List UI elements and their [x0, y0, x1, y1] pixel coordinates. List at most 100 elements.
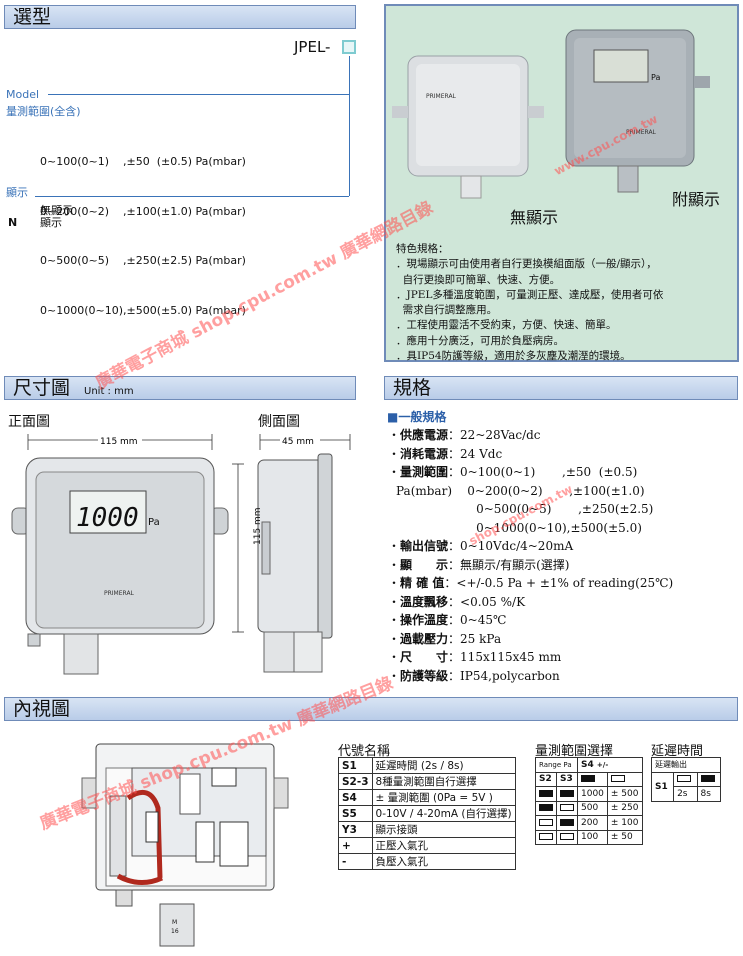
switch-cell	[556, 800, 578, 816]
features-list: 特色規格： ．現場顯示可由使用者自行更換模組面版（一般/顯示）， 自行更換即可簡…	[396, 242, 732, 364]
spec-row: ・操作溫度：0~45℃	[388, 613, 507, 627]
spec-value: <0.05 %/K	[460, 594, 526, 609]
spec-value: 24 Vdc	[460, 446, 503, 461]
table-row: 延遲輸出	[651, 757, 721, 773]
table-row: S2 S3	[535, 771, 643, 787]
switch-block	[560, 818, 574, 826]
s4-header: S4 +/-	[577, 757, 643, 773]
spec-key: 尺 寸	[400, 650, 449, 664]
range-pm-value: ± 100	[606, 815, 643, 831]
range-pm-value: ± 500	[606, 786, 643, 802]
switch-block	[539, 833, 553, 841]
s4-label: S4	[581, 759, 594, 770]
label-display: 顯示	[6, 186, 28, 199]
switch-block	[677, 775, 692, 783]
code-key: S2-3	[338, 773, 373, 790]
photo-screen-unit: Pa	[651, 73, 660, 82]
delay-title: 延遲時間	[651, 744, 704, 759]
code-value: 正壓入氣孔	[371, 837, 516, 854]
range-pm-value: ± 250	[606, 800, 643, 816]
svg-text:16: 16	[171, 928, 179, 935]
switch-cell	[673, 771, 698, 787]
product-photo: PRIMERAL Pa PRIMERAL	[392, 29, 710, 199]
spec-value: 25 kPa	[460, 631, 502, 646]
spec-key: 過載壓力	[400, 631, 449, 646]
spec-key: 防護等級	[400, 668, 449, 683]
spec-row: Pa(mbar) 0~200(0~2) ,±100(±1.0)	[396, 483, 645, 498]
section-header-internal: 內視圖	[4, 697, 738, 721]
col-s3: S3	[556, 771, 578, 787]
feature-item: 需求自行調整應用。	[396, 304, 498, 317]
range-item: 0~500(0~5) ,±250(±2.5) Pa(mbar)	[40, 254, 246, 267]
switch-cell	[556, 829, 578, 845]
range-item: 0~200(0~2) ,±100(±1.0) Pa(mbar)	[40, 204, 246, 218]
spec-value: 無顯示/有顯示(選擇)	[460, 557, 570, 572]
caption-display: 附顯示	[672, 190, 721, 209]
delay-value: 2s	[673, 786, 698, 802]
switch-block	[539, 804, 553, 812]
codes-title: 代號名稱	[338, 744, 391, 759]
range-header: Range Pa	[535, 757, 578, 773]
spec-row: ・供應電源：22~28Vac/dc	[388, 428, 541, 442]
front-view-label: 正面圖	[8, 414, 50, 430]
spec-key: 輸出信號	[400, 539, 449, 553]
switch-cell	[556, 815, 578, 831]
feature-item: ．現場顯示可由使用者自行更換模組面版（一般/顯示），	[396, 258, 657, 271]
spec-value: 22~28Vac/dc	[460, 428, 541, 442]
range-list: 0~100(0~1) ,±50 (±0.5) Pa(mbar) 0~200(0~…	[40, 121, 246, 336]
bracket-line	[48, 94, 349, 95]
spec-key: 顯 示	[400, 557, 449, 572]
spec-row: 0~500(0~5) ,±250(±2.5)	[396, 502, 654, 516]
delay-header: 延遲輸出	[651, 757, 721, 773]
switch-block	[610, 775, 625, 783]
dimension-drawing: 115 mm 1000 Pa PRIMERAL 45 mm	[11, 434, 351, 675]
table-row: S1	[650, 771, 722, 802]
spec-row: ・尺 寸：115x115x45 mm	[388, 650, 562, 664]
section-title: 內視圖	[13, 698, 71, 720]
spec-key: 操作溫度	[400, 613, 449, 627]
internal-drawing: M 16	[81, 743, 289, 947]
svg-text:M: M	[172, 919, 177, 926]
code-key: S1	[338, 757, 373, 774]
front-brand: PRIMERAL	[104, 590, 135, 597]
feature-item: ．工程使用靈活不受約束，方便、快速、簡單。	[396, 319, 617, 332]
switch-cell	[535, 800, 557, 816]
table-row: +正壓入氣孔	[338, 837, 516, 854]
code-value: ± 量測範圍 (0Pa = 5V )	[371, 789, 516, 806]
section-title: 尺寸圖	[13, 377, 71, 399]
label-model: Model	[6, 88, 40, 101]
col-s2: S2	[535, 771, 557, 787]
switch-cell	[535, 786, 557, 802]
display-option-text: 顯示	[40, 216, 62, 229]
feature-item: ．JPEL多種溫度範圍，可量測正壓、達成壓，使用者可依	[396, 288, 664, 301]
spec-key: 溫度飄移	[400, 594, 449, 609]
code-key: -	[338, 853, 373, 870]
display-value: 1000	[76, 503, 139, 533]
spec-list: ・供應電源：22~28Vac/dc ・消耗電源：24 Vdc ・量測範圍：0~1…	[388, 426, 673, 685]
spec-row: ・精 確 值：<+/-0.5 Pa + ±1% of reading(25℃)	[388, 576, 674, 590]
code-value: 延遲時間 (2s / 8s)	[371, 757, 516, 774]
spec-title-text: 一般規格	[398, 410, 447, 424]
delay-key: S1	[650, 771, 675, 802]
section-title: 選型	[13, 6, 52, 28]
pm-label: +/-	[596, 760, 609, 769]
table-row: 200 ± 100	[535, 815, 643, 831]
spec-row: ・量測範圍：0~100(0~1) ,±50 (±0.5)	[388, 465, 638, 479]
spec-value: <+/-0.5 Pa + ±1% of reading(25℃)	[456, 576, 674, 590]
bracket-line	[349, 56, 350, 196]
model-code: JPEL-	[294, 38, 331, 56]
switch-block	[560, 789, 574, 797]
spec-row: ・過載壓力：25 kPa	[388, 631, 502, 646]
table-row: 100 ± 50	[535, 829, 643, 845]
switch-block	[560, 833, 574, 841]
photo-brand-left: PRIMERAL	[426, 93, 457, 100]
delay-value: 8s	[696, 786, 722, 802]
display-option-text: 無顯示	[40, 204, 73, 217]
spec-value: IP54,polycarbon	[460, 668, 560, 683]
model-option-box	[342, 40, 356, 54]
spec-row: ・消耗電源：24 Vdc	[388, 446, 503, 461]
